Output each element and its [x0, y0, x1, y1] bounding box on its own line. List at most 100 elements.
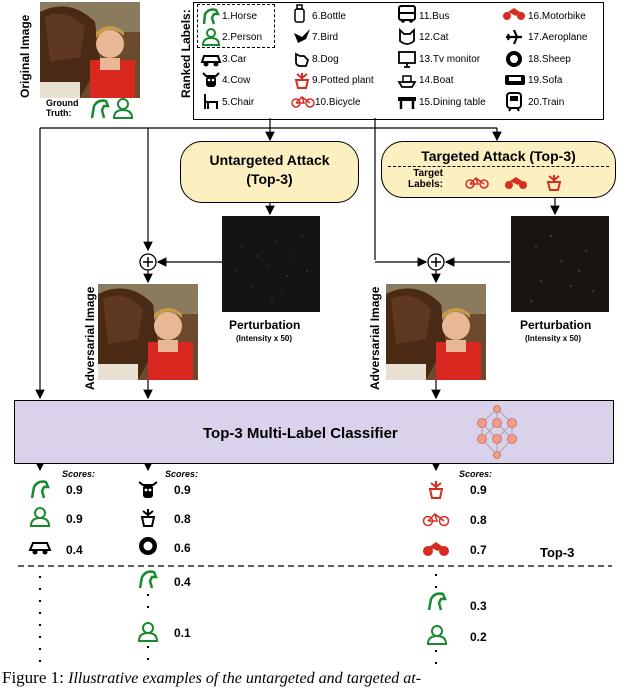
score-col3-1: 0.8	[470, 513, 487, 527]
ground-truth-highlight	[197, 4, 275, 48]
bus-icon	[398, 5, 416, 23]
untargeted-attack-title: Untargeted Attack	[209, 152, 330, 168]
horse-icon	[30, 480, 50, 499]
train-icon	[506, 92, 522, 112]
label-horse: 1.Horse	[222, 11, 258, 22]
caption-prefix: Figure 1:	[2, 668, 64, 687]
label-aeroplane: 17.Aeroplane	[528, 32, 588, 43]
targeted-attack-title: Targeted Attack (Top-3)	[421, 148, 576, 164]
score-col1-0: 0.9	[66, 483, 83, 497]
bicycle-icon	[422, 513, 450, 527]
target-labels-text: Target Labels:	[408, 168, 444, 190]
aeroplane-icon	[506, 29, 522, 45]
adversarial-image-untargeted	[97, 284, 199, 380]
label-potted-plant: 9.Potted plant	[312, 75, 374, 86]
ranked-labels-box	[193, 2, 604, 120]
score-col2-0: 0.9	[174, 483, 191, 497]
label-person: 2.Person	[222, 32, 263, 43]
adversarial-image-targeted	[385, 284, 487, 380]
targeted-attack-box: Targeted Attack (Top-3) Target Labels:	[381, 141, 616, 198]
tv-monitor-icon	[398, 51, 416, 68]
score-col2-1: 0.8	[174, 512, 191, 526]
cow-icon	[202, 72, 220, 87]
targeted-divider	[388, 166, 609, 167]
cat-icon	[399, 27, 415, 45]
perturbation-label-1: Perturbation	[229, 318, 301, 332]
scores-header-2: Scores:	[165, 469, 199, 479]
classifier-title: Top-3 Multi-Label Classifier	[203, 425, 398, 442]
scores-header-1: Scores:	[62, 469, 96, 479]
sofa-icon	[505, 75, 525, 85]
perturbation-sub-2: (Intensity x 50)	[525, 334, 582, 343]
untargeted-attack-sub: (Top-3)	[246, 171, 293, 187]
label-tv-monitor: 13.Tv monitor	[419, 54, 481, 65]
scores-header-3: Scores:	[459, 469, 493, 479]
motorbike-icon	[505, 177, 527, 189]
person-icon	[137, 622, 159, 642]
potted-plant-icon	[546, 175, 562, 191]
person-icon	[29, 507, 51, 527]
horse-icon	[90, 99, 110, 119]
dining-table-icon	[398, 97, 416, 109]
motorbike-icon	[503, 8, 525, 20]
top3-label: Top-3	[540, 545, 575, 560]
perturbation-sub-1: (Intensity x 50)	[236, 334, 293, 343]
score-col3-4: 0.2	[470, 630, 487, 644]
bird-icon	[294, 29, 310, 43]
label-car: 3.Car	[222, 54, 247, 65]
motorbike-icon	[423, 542, 449, 556]
neural-network-icon	[477, 405, 517, 459]
score-col3-0: 0.9	[470, 483, 487, 497]
bicycle-icon	[465, 177, 489, 189]
dog-icon	[295, 52, 310, 67]
ground-truth-label: Ground Truth:	[46, 98, 79, 118]
score-col2-4: 0.1	[174, 626, 191, 640]
classifier-box: Top-3 Multi-Label Classifier	[14, 400, 614, 464]
score-col3-2: 0.7	[470, 543, 487, 557]
cow-icon	[138, 481, 158, 498]
boat-icon	[397, 75, 417, 88]
caption-text: Illustrative examples of the untargeted …	[68, 670, 422, 687]
sheep-icon	[506, 51, 522, 67]
label-dog: 8.Dog	[312, 54, 339, 65]
potted-plant-icon	[428, 481, 444, 499]
person-icon	[426, 625, 448, 645]
person-icon	[112, 98, 134, 119]
label-bicycle: 10.Bicycle	[315, 97, 361, 108]
horse-icon	[138, 570, 158, 589]
bicycle-icon	[291, 96, 315, 108]
untargeted-attack-box: Untargeted Attack (Top-3)	[180, 141, 359, 203]
bottle-icon	[294, 4, 305, 23]
perturbation-label-2: Perturbation	[520, 318, 592, 332]
original-image	[40, 2, 140, 98]
label-chair: 5.Chair	[222, 97, 255, 108]
score-col3-3: 0.3	[470, 599, 487, 613]
person-icon	[201, 28, 221, 46]
sheep-icon	[139, 537, 157, 555]
perturbation-image-untargeted	[222, 216, 320, 312]
label-dining-table: 15.Dining table	[419, 97, 486, 108]
horse-icon	[202, 8, 221, 25]
car-icon	[200, 55, 222, 67]
label-motorbike: 16.Motorbike	[528, 11, 586, 22]
score-col2-2: 0.6	[174, 541, 191, 555]
score-col1-2: 0.4	[66, 543, 83, 557]
potted-plant-icon	[294, 73, 310, 89]
ground-truth-icons	[90, 98, 134, 119]
label-sofa: 19.Sofa	[528, 75, 563, 86]
label-bottle: 6.Bottle	[312, 11, 346, 22]
score-col1-1: 0.9	[66, 512, 83, 526]
label-cat: 12.Cat	[419, 32, 449, 43]
label-bird: 7.Bird	[312, 32, 339, 43]
score-col2-3: 0.4	[174, 575, 191, 589]
label-cow: 4.Cow	[222, 75, 251, 86]
potted-plant-icon	[140, 509, 156, 527]
horse-icon	[427, 592, 447, 611]
label-bus: 11.Bus	[419, 11, 450, 22]
perturbation-image-targeted	[511, 216, 609, 312]
label-sheep: 18.Sheep	[528, 54, 571, 65]
chair-icon	[204, 94, 218, 109]
label-train: 20.Train	[528, 97, 565, 108]
figure-caption: Figure 1: Illustrative examples of the u…	[2, 668, 421, 688]
car-icon	[28, 542, 52, 555]
